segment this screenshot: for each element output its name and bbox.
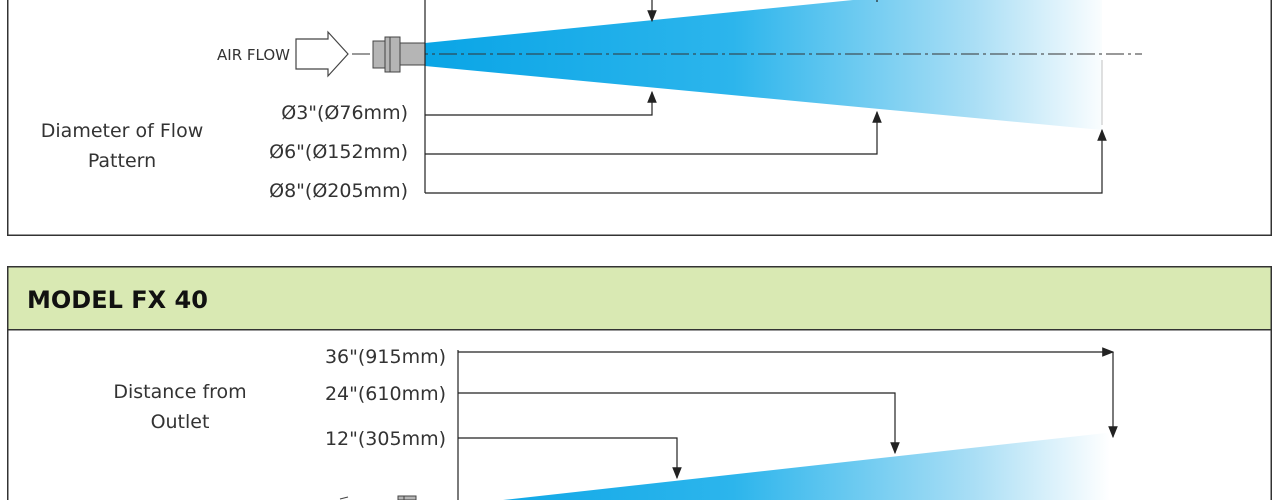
flow-cone	[503, 432, 1115, 500]
nozzle-icon	[397, 495, 417, 500]
diameter-label-8in: Ø8"(Ø205mm)	[269, 180, 408, 202]
nozzle-icon	[372, 36, 426, 73]
section-label: Diameter of Flow	[41, 120, 203, 142]
air-flow-label: AIR FLOW	[217, 46, 290, 64]
model-title: MODEL FX 40	[27, 286, 208, 314]
section-label: Distance from	[113, 381, 246, 403]
model-header	[7, 266, 1272, 331]
section-label: Outlet	[151, 411, 210, 433]
flow-cone	[425, 0, 1102, 130]
top-panel: AIR FLOW Ø3"(Ø76mm) Ø6"(Ø152mm) Ø8"(Ø205…	[7, 0, 1272, 236]
bottom-panel: MODEL FX 40 36"(915mm) 24"(610mm) 12"(30…	[7, 266, 1272, 500]
distance-label-24in: 24"(610mm)	[325, 383, 446, 405]
diameter-label-6in: Ø6"(Ø152mm)	[269, 141, 408, 163]
distance-label-36in: 36"(915mm)	[325, 346, 446, 368]
air-flow-arrow-icon	[295, 30, 349, 78]
distance-label-12in: 12"(305mm)	[325, 428, 446, 450]
diameter-label-3in: Ø3"(Ø76mm)	[281, 102, 408, 124]
section-label: Pattern	[88, 150, 156, 172]
